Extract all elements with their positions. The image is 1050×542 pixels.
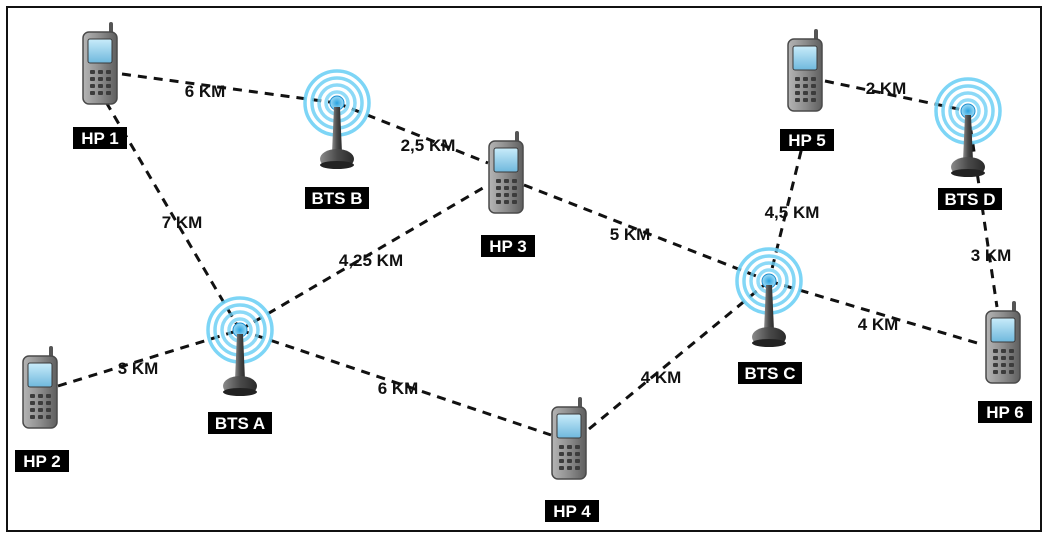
link-hp4-btsc bbox=[588, 279, 770, 431]
distance-label: 4,5 KM bbox=[765, 203, 820, 222]
node-label-hp4: HP 4 bbox=[545, 500, 599, 522]
mobile-phone-icon bbox=[787, 29, 823, 112]
link-btsb-hp3 bbox=[336, 101, 489, 165]
link-hp5-btsd bbox=[824, 79, 969, 113]
node-label-hp6: HP 6 bbox=[978, 401, 1032, 423]
distance-label: 4 KM bbox=[858, 315, 899, 334]
node-label-btsc: BTS C bbox=[738, 362, 802, 384]
distance-label: 5 KM bbox=[610, 225, 651, 244]
node-label-hp1: HP 1 bbox=[73, 127, 127, 149]
cell-tower-icon bbox=[303, 69, 371, 169]
distance-label: 2,5 KM bbox=[401, 136, 456, 155]
node-label-hp3: HP 3 bbox=[481, 235, 535, 257]
mobile-phone-icon bbox=[551, 397, 587, 480]
distance-label: 2 KM bbox=[866, 79, 907, 98]
link-hp1-btsb bbox=[121, 72, 338, 105]
link-hp3-btsc bbox=[523, 183, 770, 283]
mobile-phone-icon bbox=[22, 346, 58, 429]
distance-label: 4,25 KM bbox=[339, 251, 403, 270]
node-label-btsa: BTS A bbox=[208, 412, 272, 434]
svg-text:BTS C: BTS C bbox=[745, 364, 796, 383]
distance-label: 4 KM bbox=[641, 368, 682, 387]
node-label-hp5: HP 5 bbox=[780, 129, 834, 151]
svg-text:BTS A: BTS A bbox=[215, 414, 265, 433]
link-btsc-hp6 bbox=[768, 279, 978, 345]
svg-text:HP 3: HP 3 bbox=[489, 237, 527, 256]
distance-label: 3 KM bbox=[118, 359, 159, 378]
svg-text:HP 4: HP 4 bbox=[553, 502, 591, 521]
svg-text:HP 2: HP 2 bbox=[23, 452, 61, 471]
node-label-btsb: BTS B bbox=[305, 187, 369, 209]
svg-text:HP 1: HP 1 bbox=[81, 129, 119, 148]
cell-tower-icon bbox=[206, 296, 274, 396]
mobile-phone-icon bbox=[82, 22, 118, 105]
distance-label: 6 KM bbox=[378, 379, 419, 398]
mobile-phone-icon bbox=[985, 301, 1021, 384]
node-label-btsd: BTS D bbox=[938, 188, 1002, 210]
mobile-phone-icon bbox=[488, 131, 524, 214]
cell-tower-icon bbox=[735, 247, 803, 347]
diagram-frame bbox=[6, 6, 1042, 532]
svg-text:BTS B: BTS B bbox=[312, 189, 363, 208]
link-hp1-btsa bbox=[104, 101, 242, 331]
svg-text:BTS D: BTS D bbox=[945, 190, 996, 209]
svg-text:HP 5: HP 5 bbox=[788, 131, 826, 150]
node-label-hp2: HP 2 bbox=[15, 450, 69, 472]
distance-label: 6 KM bbox=[185, 82, 226, 101]
link-btsa-hp4 bbox=[239, 328, 552, 437]
cell-tower-icon bbox=[934, 77, 1002, 177]
svg-text:HP 6: HP 6 bbox=[986, 403, 1024, 422]
distance-label: 7 KM bbox=[162, 213, 203, 232]
distance-label: 3 KM bbox=[971, 246, 1012, 265]
